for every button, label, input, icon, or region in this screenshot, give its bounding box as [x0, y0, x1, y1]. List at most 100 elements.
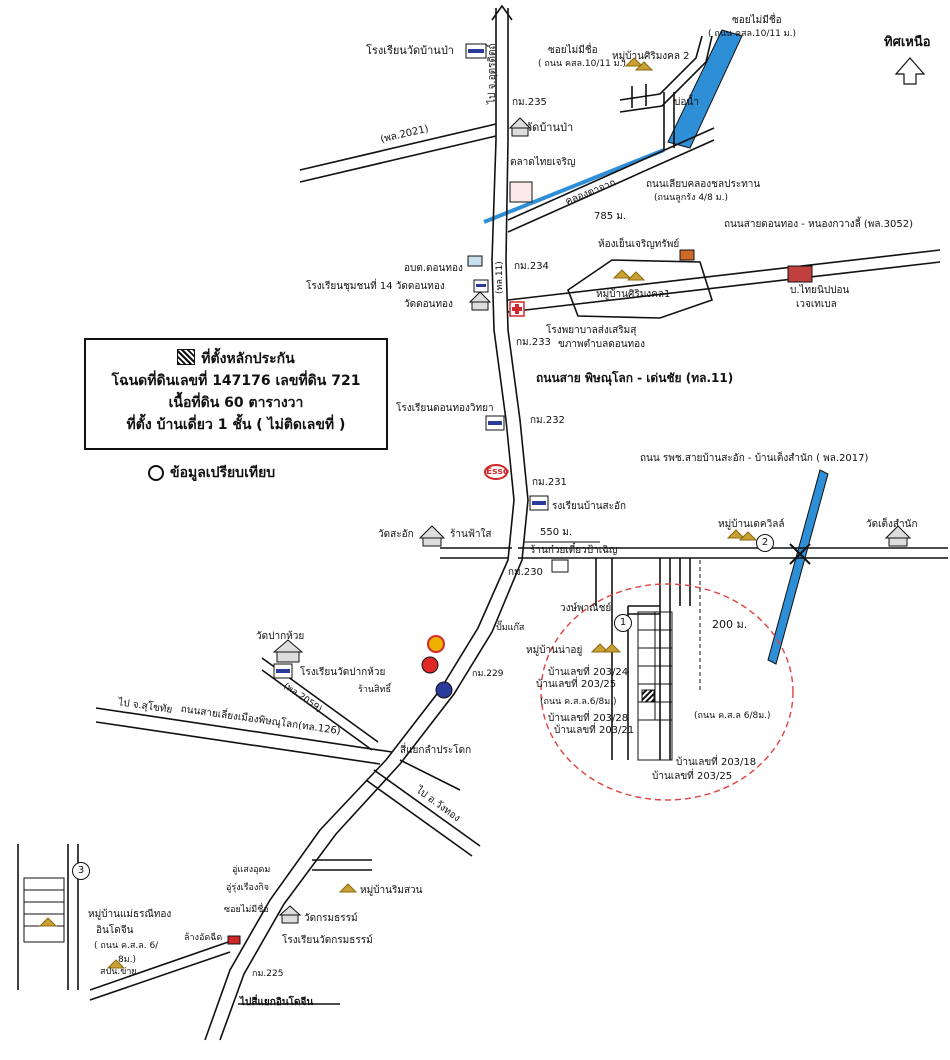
label-h20328: บ้านเลขที่ 203/28: [548, 713, 629, 724]
label-road-2017: ถนน รพช.สายบ้านสะอัก - บ้านเต็งสำนัก ( พ…: [640, 453, 869, 464]
label-school-donthong: โรงเรียนดอนทองวิทยา: [396, 403, 494, 414]
label-wat-teng: วัดเต็งสำนัก: [866, 519, 918, 530]
label-wat-ban-pa: วัดบ้านป่า: [526, 121, 574, 134]
label-gas: ปั๊มแก๊ส: [496, 623, 525, 633]
roads: [17, 4, 948, 1041]
label-village-narayu: หมู่บ้านน่าอยู่: [526, 645, 583, 656]
label-road-canal-sub: (ถนนลูกรัง 4/8 ม.): [654, 193, 728, 203]
label-factory: บ.ไทยนิปปอน: [790, 285, 850, 296]
north-arrow-icon: [894, 57, 926, 85]
label-h20325a: บ้านเลขที่ 203/25: [536, 679, 617, 690]
label-school-krommatham: โรงเรียนวัดกรมธรรม์: [282, 935, 373, 946]
label-sapan-khai: สปน.ข่าย: [100, 967, 137, 977]
label-wongpanit: วงษ์พาณิชย์: [560, 603, 612, 614]
label-h20325b: บ้านเลขที่ 203/25: [652, 771, 733, 782]
building-icons: [227, 181, 813, 945]
label-dist200: 200 ม.: [712, 618, 748, 631]
hospital-icon: [509, 301, 525, 317]
label-soi-top-road: ( ถนน คสล.10/11 ม.): [708, 29, 796, 39]
label-km232: กม.232: [530, 415, 565, 426]
label-obt: อบต.ดอนทอง: [404, 263, 463, 274]
label-soi-mid: ซอยไม่มีชื่อ: [548, 45, 598, 56]
label-km233: กม.233: [516, 337, 551, 348]
label-km225: กม.225: [252, 969, 284, 979]
highway-11-left: [204, 8, 515, 1041]
label-carwash: ล้างอัดฉีด: [184, 933, 223, 943]
label-dist785: 785 ม.: [594, 211, 627, 222]
label-indochina: อินโดจีน: [96, 925, 134, 936]
label-esso: Esso: [486, 467, 510, 477]
info-line2: เนื้อที่ดิน 60 ตารางวา: [168, 395, 304, 411]
label-tl11-vert: (ทล.11): [495, 261, 505, 294]
label-road-canal: ถนนเลียบคลองชลประทาน: [646, 179, 761, 190]
label-garage: อู่แสงอุดม: [232, 865, 271, 875]
marker-1: 1: [614, 614, 632, 632]
bridge-icon: [789, 543, 811, 565]
label-km230: กม.230: [508, 567, 543, 578]
label-road-6m-left2: 8ม.): [118, 955, 137, 965]
label-to-indochina: ไปสี่แยกอินโดจีน: [240, 997, 314, 1008]
label-hospital2: ขภาพตำบลดอนทอง: [558, 339, 646, 350]
temple-icons: [272, 117, 912, 924]
highway-11-right: [219, 8, 529, 1041]
label-km231: กม.231: [532, 477, 567, 488]
collateral-info-box: ที่ตั้งหลักประกัน โฉนดที่ดินเลขที่ 14717…: [84, 338, 388, 450]
legend-comparison: ข้อมูลเปรียบเทียบ: [148, 462, 275, 484]
info-title-row: ที่ตั้งหลักประกัน: [86, 348, 386, 370]
label-h20318: บ้านเลขที่ 203/18: [676, 757, 757, 768]
label-hospital: โรงพยาบาลส่งเสริมสุ: [546, 325, 637, 336]
label-km234: กม.234: [514, 261, 549, 272]
canal: [483, 148, 665, 224]
marker-3: 3: [72, 862, 90, 880]
hatch-icon: [177, 349, 196, 365]
water-features: [483, 29, 829, 665]
label-school-saak: รงเรียนบ้านสะอัก: [552, 501, 627, 512]
label-shop-noodle: ร้านก๋วยเตี๋ยวป้าเฉิญ: [530, 545, 618, 556]
label-village-rimsuan: หมู่บ้านริมสวน: [360, 885, 423, 896]
label-soi-mid-road: ( ถนน คสล.10/11 ม.): [538, 59, 626, 69]
label-h20321: บ้านเลขที่ 203/21: [554, 725, 635, 736]
label-talad: ตลาดไทยเจริญ: [510, 157, 576, 168]
village-grid: [23, 611, 673, 943]
label-dist550: 550 ม.: [540, 527, 573, 538]
gas-station-icons: [421, 464, 508, 699]
label-wat-pakhuai: วัดปากห้วย: [256, 631, 305, 642]
canal-right: [767, 469, 829, 665]
label-road-phitsanulok: ถนนสาย พิษณุโลก - เด่นชัย (ทล.11): [536, 371, 734, 385]
label-soi-nochamname: ซอยไม่มีชื่อ: [224, 905, 269, 915]
radius-circle: [540, 583, 794, 801]
info-title: ที่ตั้งหลักประกัน: [201, 351, 295, 367]
north-label: ทิศเหนือ: [884, 35, 931, 50]
label-school-14: โรงเรียนชุมชนที่ 14 วัดดอนทอง: [306, 281, 445, 292]
info-line3: ที่ตั้ง บ้านเดี่ยว 1 ชั้น ( ไม่ติดเลขที่…: [126, 417, 346, 433]
label-village-dcville: หมู่บ้านเดควิลล์: [718, 519, 785, 530]
label-village-maethong: หมู่บ้านแม่ธรณีทอง: [88, 909, 172, 920]
label-factory2: เวจเทเบล: [796, 299, 837, 310]
label-junction: สี่แยกลำประโดก: [400, 745, 472, 756]
label-school-ban-pa: โรงเรียนวัดบ้านป่า: [366, 44, 454, 57]
label-road-6m-right: (ถนน ค.ส.ล 6/8ม.): [694, 711, 771, 721]
label-km235: กม.235: [512, 97, 547, 108]
label-h20324: บ้านเลขที่ 203/24: [548, 667, 629, 678]
label-soi-top: ซอยไม่มีชื่อ: [732, 15, 782, 26]
label-wat-donthong: วัดดอนทอง: [404, 299, 453, 310]
marker-2: 2: [756, 534, 774, 552]
label-garage2: อู่รุ่งเรืองกิจ: [226, 883, 270, 893]
label-road-6m: (ถนน ค.ส.ล.6/8ม.): [540, 697, 617, 707]
label-wat-krommatham: วัดกรมธรรม์: [304, 913, 358, 924]
label-cold-store: ห้องเย็นเจริญทรัพย์: [598, 239, 680, 250]
village-house-icons: [38, 57, 758, 969]
label-shop-fai: ร้านฟ้าใส: [450, 529, 492, 540]
info-line1: โฉนดที่ดินเลขที่ 147176 เลขที่ดิน 721: [111, 373, 361, 389]
label-to-uttaradit: ไป จ.อุตรดิตถ์: [487, 43, 498, 104]
label-km229: กม.229: [472, 669, 504, 679]
pond: [667, 29, 743, 149]
school-flag-icons: [273, 43, 549, 679]
subject-plot: [641, 689, 655, 703]
label-road-6m-left: ( ถนน ค.ส.ล. 6/: [94, 941, 159, 951]
legend-comparison-text: ข้อมูลเปรียบเทียบ: [170, 465, 276, 481]
label-wat-saak: วัดสะอัก: [378, 529, 414, 540]
label-school-pakhuai: โรงเรียนวัดปากห้วย: [300, 667, 386, 678]
label-village-srimongkol1: หมู่บ้านศิริมงคล1: [596, 289, 671, 300]
